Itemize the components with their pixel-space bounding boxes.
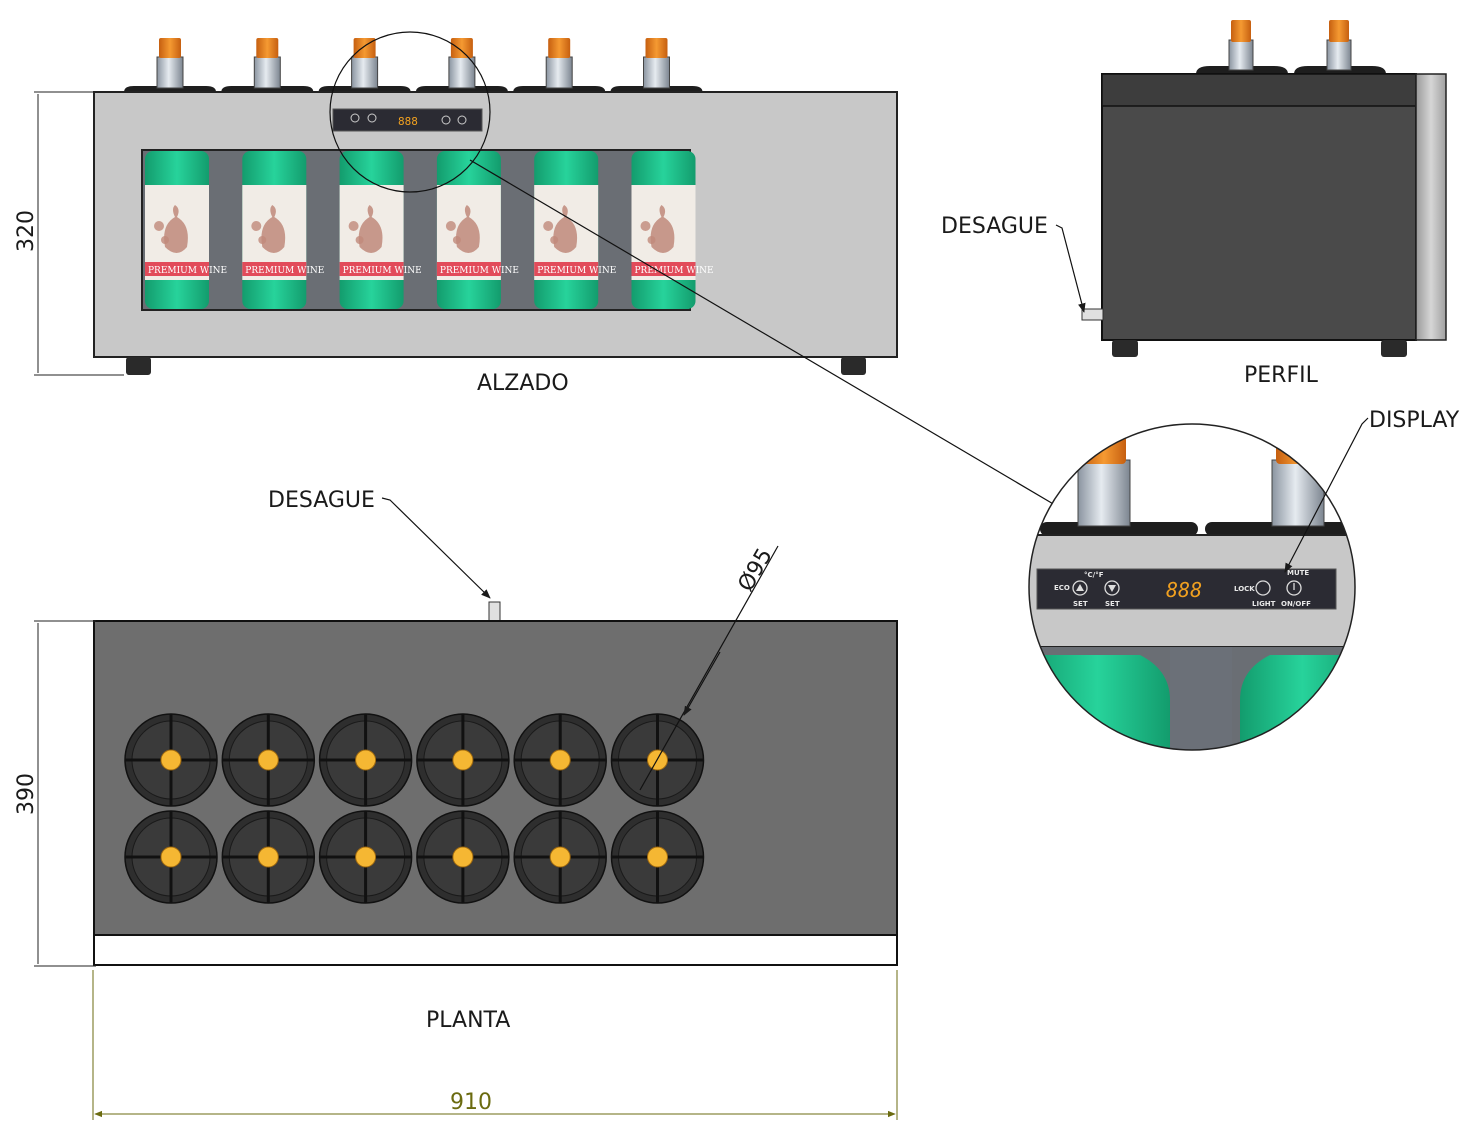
profile-lid-band [1101,73,1417,107]
bottle-label-text: PREMIUM WINE [343,266,422,276]
down-arrow-icon [1108,585,1116,592]
elevation-bottle-top [221,38,314,92]
plan-bottle-holders [124,713,705,904]
elevation-title: ALZADO [477,371,569,396]
elevation-bottle: PREMIUM WINE [339,151,422,309]
profile-foot-left [1112,340,1138,357]
zoom-up-button-icon [1072,580,1088,596]
profile-cabinet-body [1101,73,1417,341]
bottle-holder [221,810,316,904]
zoom-onoff-label: ON/OFF [1281,600,1311,608]
zoom-circle-frame [1028,423,1356,751]
dim-width-value: 910 [450,1090,492,1115]
profile-drain-leader [1055,224,1086,313]
elevation-bottle-top [124,38,216,92]
elevation-bottle: PREMIUM WINE [436,151,519,309]
elevation-bottle: PREMIUM WINE [145,151,227,309]
zoom-eco-label: ECO [1054,584,1070,592]
bottle-label-text: PREMIUM WINE [537,266,616,276]
display-detail-view: ECO °C/°F SET SET 888 LOCK LIGHT MUTE ON… [1028,408,1460,751]
dim-height-value: 320 [14,210,39,252]
bottle-holder [318,713,413,807]
plan-view: DESAGUE Ø95 390 PLANTA 910 [14,488,898,1120]
elev-light-button-icon [441,115,451,125]
bottle-holder [513,810,607,904]
elevation-foot-right [841,357,866,375]
plan-drain-label: DESAGUE [268,488,375,513]
zoom-down-button-icon [1104,580,1120,596]
zoom-light-button-icon [1255,580,1271,596]
bottle-holder [513,713,607,807]
profile-door-edge [1415,73,1447,341]
elev-down-button-icon [367,113,377,123]
plan-drain-pipe [488,601,501,622]
diameter-leader [639,545,779,791]
power-icon [1286,580,1302,596]
profile-foot-right [1381,340,1407,357]
bottle-label-text: PREMIUM WINE [245,266,324,276]
elevation-display-readout: 888 [398,115,418,128]
elevation-bottle-top [318,38,411,92]
detail-circle [329,31,491,193]
plan-front-strip [93,934,898,966]
profile-drain-pipe [1081,308,1104,321]
elevation-bottle-tops [124,38,703,92]
zoom-unit-label: °C/°F [1084,571,1104,579]
elevation-bottle: PREMIUM WINE [242,151,324,309]
plan-drain-leader [381,497,491,599]
dim-depth-value: 390 [14,773,39,815]
diameter-label: Ø95 [734,544,778,596]
profile-bottle-top-1 [1196,20,1288,74]
bottle-holder [221,713,316,807]
plan-title: PLANTA [426,1008,510,1033]
elevation-bottles: PREMIUM WINE PREMIUM WINE PREMIUM WINE PREM… [145,151,714,309]
zoom-light-label: LIGHT [1252,600,1276,608]
elev-power-button-icon [457,115,467,125]
zoom-display-readout: 888 [1166,578,1202,602]
profile-title: PERFIL [1244,363,1319,388]
elevation-bottle: PREMIUM WINE [631,151,714,309]
up-arrow-icon [1076,584,1084,591]
detail-leader-line [469,159,1056,506]
display-leader [1284,417,1369,573]
bottle-holder [124,713,218,807]
bottle-holder [610,810,705,904]
elevation-bottle: PREMIUM WINE [534,151,616,309]
elevation-bottle-top [513,38,606,92]
bottle-label-text: PREMIUM WINE [635,266,714,276]
profile-bottle-top-2 [1294,20,1386,74]
bottle-holder [416,713,510,807]
zoom-set-down-label: SET [1105,600,1120,608]
diameter-arrow [683,651,721,716]
elevation-bottle-top [415,38,508,92]
profile-view: DESAGUE PERFIL [941,20,1447,388]
zoom-mute-label: MUTE [1287,569,1309,577]
bottle-holder [124,810,218,904]
bottle-label-text: PREMIUM WINE [440,266,519,276]
bottle-holder [318,810,413,904]
bottle-label-text: PREMIUM WINE [148,266,227,276]
elevation-foot-left [126,357,151,375]
bottle-holder [416,810,510,904]
profile-drain-label: DESAGUE [941,214,1048,239]
elevation-bottle-top [610,38,703,92]
zoom-lock-label: LOCK [1234,585,1255,593]
zoom-set-up-label: SET [1073,600,1088,608]
elev-up-button-icon [350,113,360,123]
display-label: DISPLAY [1369,408,1460,433]
elevation-glass-window [141,149,691,311]
